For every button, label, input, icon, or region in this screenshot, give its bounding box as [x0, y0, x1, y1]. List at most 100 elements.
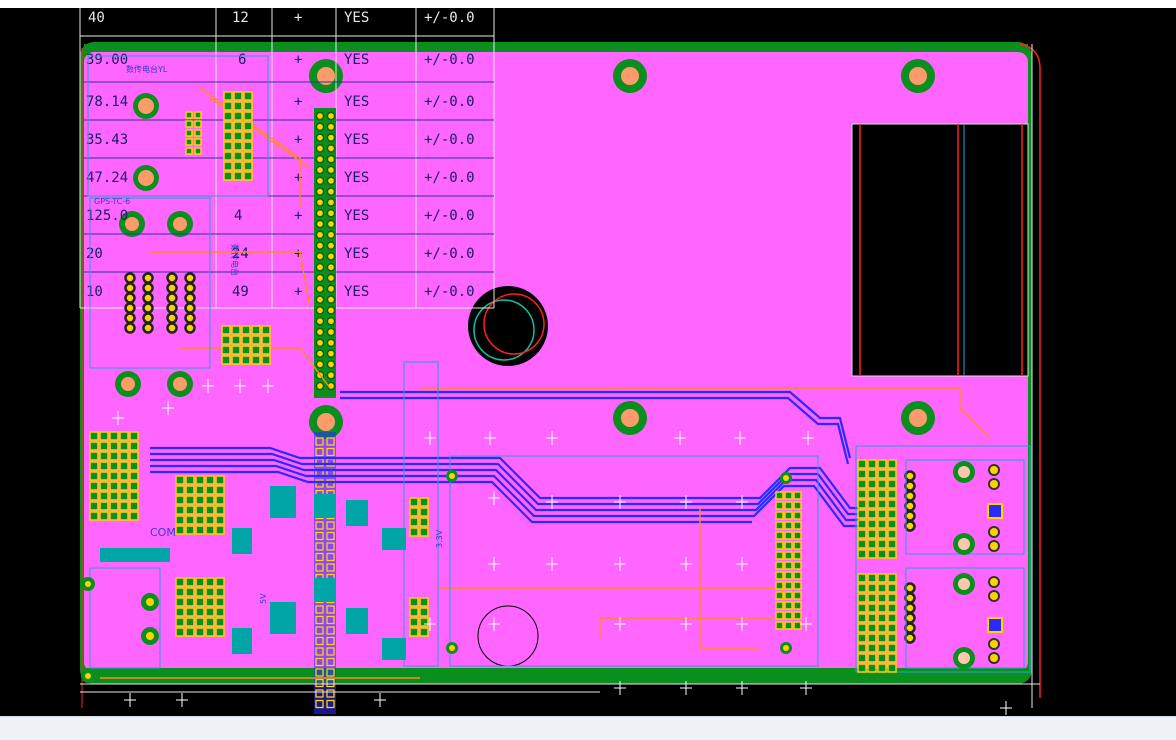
smd-pad [129, 451, 139, 461]
smd-pad [877, 539, 887, 549]
header-pins [315, 111, 336, 391]
smd-components[interactable] [100, 486, 406, 660]
th-pin [166, 292, 178, 304]
row-cell-5: +/-0.0 [424, 52, 475, 68]
smd-pad [243, 171, 253, 181]
pad-array-u6 [775, 491, 802, 630]
connector-pin [315, 626, 324, 635]
pad-array-u3 [221, 325, 271, 365]
row-cell-3: + [294, 208, 302, 224]
header-pin [315, 273, 325, 283]
center-header-strip[interactable] [314, 108, 336, 398]
mount-hole [167, 371, 193, 397]
pad-array-u1 [223, 91, 253, 181]
smd-pad [419, 617, 429, 627]
smd-pad [419, 597, 429, 607]
mount-hole [901, 401, 935, 435]
smd-pad [89, 451, 99, 461]
pad-array-u5 [175, 577, 225, 637]
smd-pad [419, 627, 429, 637]
header-pin [315, 198, 325, 207]
header-cell-4: YES [344, 10, 369, 26]
bottom-vertical-connector[interactable] [314, 432, 336, 714]
header-pin [315, 306, 325, 315]
mount-hole [613, 59, 647, 93]
pad-array-u4 [175, 475, 225, 535]
smd-pad [175, 525, 185, 535]
right-connectors[interactable] [905, 459, 1025, 669]
smd-pad [185, 505, 195, 515]
pad-array-u7 [409, 497, 429, 537]
smd-pad [215, 627, 225, 637]
th-pin [184, 312, 196, 324]
row-cell-2: 4 [234, 208, 242, 224]
smd-pad [119, 511, 129, 521]
th-pin [142, 292, 154, 304]
smd-pad [419, 527, 429, 537]
smd-pad [233, 91, 243, 101]
smd-pad [775, 541, 784, 550]
smd-pad [185, 147, 193, 155]
pcb-canvas[interactable]: 40 12 + YES +/-0.0 39.00 6 + YES +/-0.0 … [0, 8, 1176, 716]
smd-pad [185, 587, 195, 597]
smd-pad [857, 643, 867, 653]
fiducial-cross [734, 431, 746, 445]
smd-pad [877, 583, 887, 593]
connector-pin [326, 689, 335, 698]
row-cell-4: YES [344, 284, 369, 300]
smd-pad [887, 549, 897, 559]
smd-pad [857, 623, 867, 633]
smd-pad [887, 459, 897, 469]
fiducial-cross [488, 617, 500, 631]
smd-pad [175, 475, 185, 485]
smd-pad [877, 489, 887, 499]
smd-pad [867, 529, 877, 539]
smd-pad [793, 511, 802, 520]
th-pin [124, 322, 136, 334]
smd-pad [119, 491, 129, 501]
dimension-table[interactable]: 40 12 + YES +/-0.0 39.00 6 + YES +/-0.0 … [79, 8, 495, 309]
mount-hole [167, 211, 193, 237]
th-pin [142, 272, 154, 284]
smd-part [382, 528, 406, 550]
smd-pad [89, 471, 99, 481]
fiducial-cross [112, 411, 124, 425]
connector-pin [326, 636, 335, 646]
smd-pad [243, 101, 253, 111]
fiducial-cross [262, 379, 274, 393]
smd-pad [195, 485, 205, 495]
fiducial-marks [112, 379, 1012, 715]
smd-pad [261, 325, 271, 335]
smd-pad [867, 583, 877, 593]
fiducial-cross [736, 557, 748, 571]
fiducial-cross [488, 557, 500, 571]
connector-pin [315, 447, 324, 457]
display-cutout[interactable] [851, 123, 1029, 377]
center-mount-hole[interactable] [468, 286, 548, 366]
smd-pad [175, 627, 185, 637]
center-hole-body [468, 286, 548, 366]
connector-pin [326, 626, 335, 635]
smd-pad [175, 587, 185, 597]
smd-pad [175, 607, 185, 617]
smd-pad [887, 603, 897, 613]
pad-arrays[interactable] [89, 91, 916, 673]
smd-pad [89, 491, 99, 501]
mounting-holes[interactable] [115, 59, 935, 439]
smd-pad [243, 161, 253, 171]
smd-pad [793, 621, 802, 630]
smd-pad [261, 345, 271, 355]
smd-pad [887, 469, 897, 479]
header-cell-3: + [294, 10, 302, 26]
row-cell-4: YES [344, 208, 369, 224]
smd-pad [793, 541, 802, 550]
smd-pad [205, 627, 215, 637]
th-pin [166, 282, 178, 294]
smd-pad [877, 519, 887, 529]
smd-pad [867, 593, 877, 603]
smd-pad [223, 121, 233, 131]
row-cell-3: + [294, 170, 302, 186]
fiducial-cross [124, 693, 136, 707]
th-pin [184, 322, 196, 334]
